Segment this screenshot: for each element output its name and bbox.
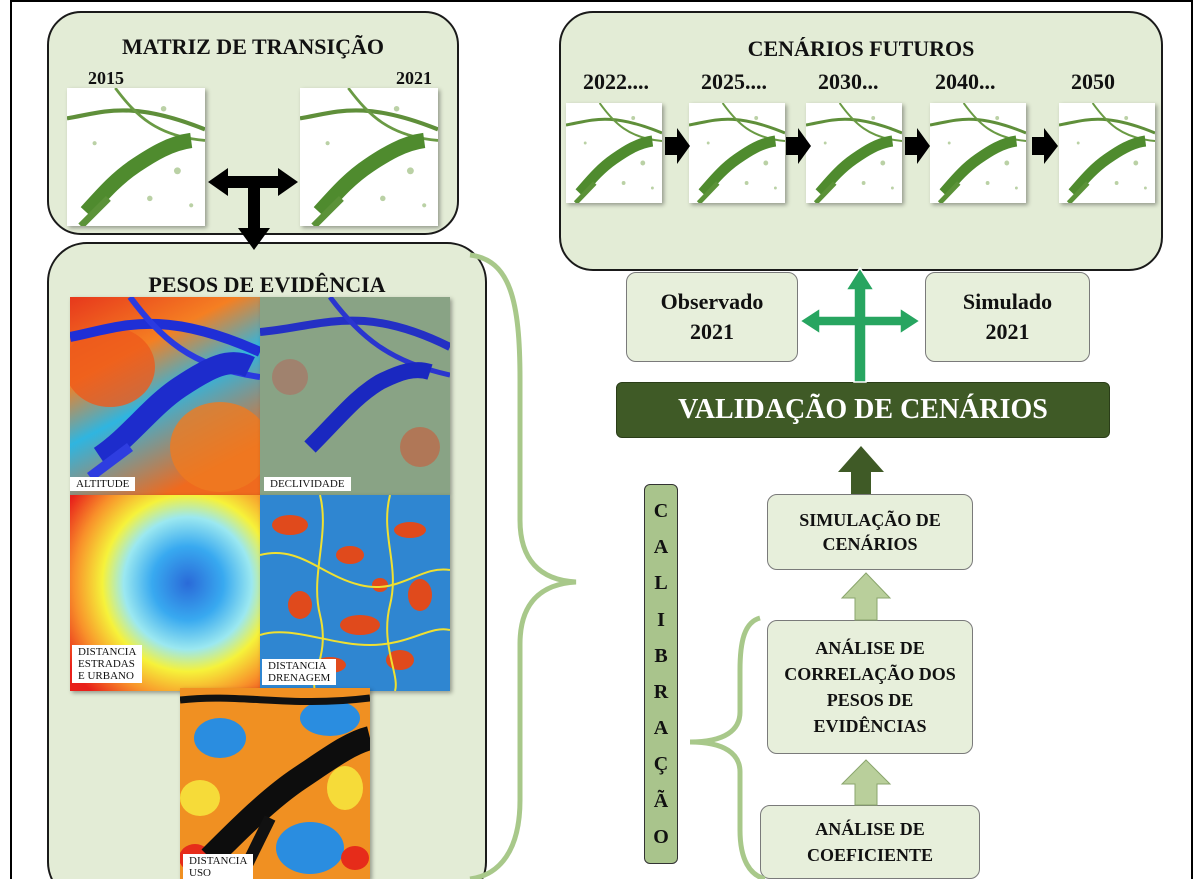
transition-title: MATRIZ DE TRANSIÇÃO: [121, 34, 384, 59]
transition-year-end: 2021: [396, 68, 432, 88]
drainage-distance-label: DISTANCIA DRENAGEM: [262, 659, 337, 685]
road-distance-label: DISTANCIA ESTRADAS E URBANO: [72, 645, 143, 683]
scenario-map-2022: [565, 102, 663, 205]
validation-cross-arrow: [798, 266, 922, 383]
observed-label: Observado: [660, 289, 764, 314]
future-year-2022: 2022....: [583, 69, 649, 94]
calibration-bar: C A L I B R A Ç Ã O: [644, 484, 678, 864]
scenario-validation-title: VALIDAÇÃO DE CENÁRIOS: [678, 394, 1048, 425]
slope-label: DECLIVIDADE: [264, 477, 351, 491]
future-year-2050: 2050: [1071, 69, 1115, 94]
calibration-letter: O: [653, 825, 669, 848]
calibration-letter: B: [654, 644, 668, 667]
correlation-analysis-label: ANÁLISE DE CORRELAÇÃO DOS PESOS DE EVIDÊ…: [784, 638, 956, 736]
drainage-distance-map: [260, 495, 450, 691]
scenario-map-2050: [1058, 102, 1156, 205]
simulated-box: Simulado 2021: [925, 272, 1090, 362]
scenario-map-2025: [688, 102, 786, 205]
scenario-simulation-label: SIMULAÇÃO DE CENÁRIOS: [799, 510, 941, 554]
calibration-letter: A: [653, 717, 669, 740]
scenario-map-2030: [805, 102, 903, 205]
calibration-letter: R: [653, 681, 669, 704]
simulation-up-arrow: [840, 572, 892, 621]
coefficient-analysis-label: ANÁLISE DE COEFICIENTE: [806, 819, 934, 865]
scenario-map-2040: [929, 102, 1027, 205]
observed-box: Observado 2021: [626, 272, 798, 362]
slope-map: [260, 297, 450, 495]
validation-up-arrow: [838, 446, 884, 494]
land-use-map-2015: [66, 87, 206, 229]
transition-year-start: 2015: [88, 68, 124, 88]
future-scenarios-title: CENÁRIOS FUTUROS: [747, 36, 975, 61]
land-use-map-2021: [299, 87, 439, 229]
observed-year: 2021: [690, 319, 734, 344]
evidence-brace: [469, 252, 577, 879]
scenario-simulation-box: SIMULAÇÃO DE CENÁRIOS: [767, 494, 973, 570]
calibration-letter: I: [657, 608, 665, 631]
calibration-letter: C: [653, 500, 669, 523]
correlation-up-arrow: [840, 759, 892, 806]
future-year-2040: 2040...: [935, 69, 996, 94]
future-year-2030: 2030...: [818, 69, 879, 94]
calibration-letter: Ç: [653, 753, 669, 776]
calibration-letter: L: [654, 572, 668, 595]
land-use-distance-label: DISTANCIA USO: [183, 854, 254, 879]
altitude-label: ALTITUDE: [70, 477, 136, 491]
altitude-map: [70, 297, 260, 495]
future-year-2025: 2025....: [701, 69, 767, 94]
transition-double-arrow: [208, 168, 298, 250]
coefficient-analysis-box: ANÁLISE DE COEFICIENTE: [760, 805, 980, 879]
simulated-year: 2021: [985, 319, 1030, 344]
correlation-analysis-box: ANÁLISE DE CORRELAÇÃO DOS PESOS DE EVIDÊ…: [767, 620, 973, 754]
calibration-letter: A: [653, 536, 669, 559]
simulated-label: Simulado: [962, 289, 1053, 314]
calibration-brace: [689, 615, 766, 879]
calibration-letter: Ã: [653, 789, 669, 812]
land-use-distance-map: [180, 688, 370, 879]
outer-frame: [10, 0, 1193, 879]
future-step-arrows: [665, 128, 1058, 164]
evidence-weights-title: PESOS DE EVIDÊNCIA: [148, 272, 386, 297]
scenario-validation-box: VALIDAÇÃO DE CENÁRIOS: [616, 382, 1110, 438]
